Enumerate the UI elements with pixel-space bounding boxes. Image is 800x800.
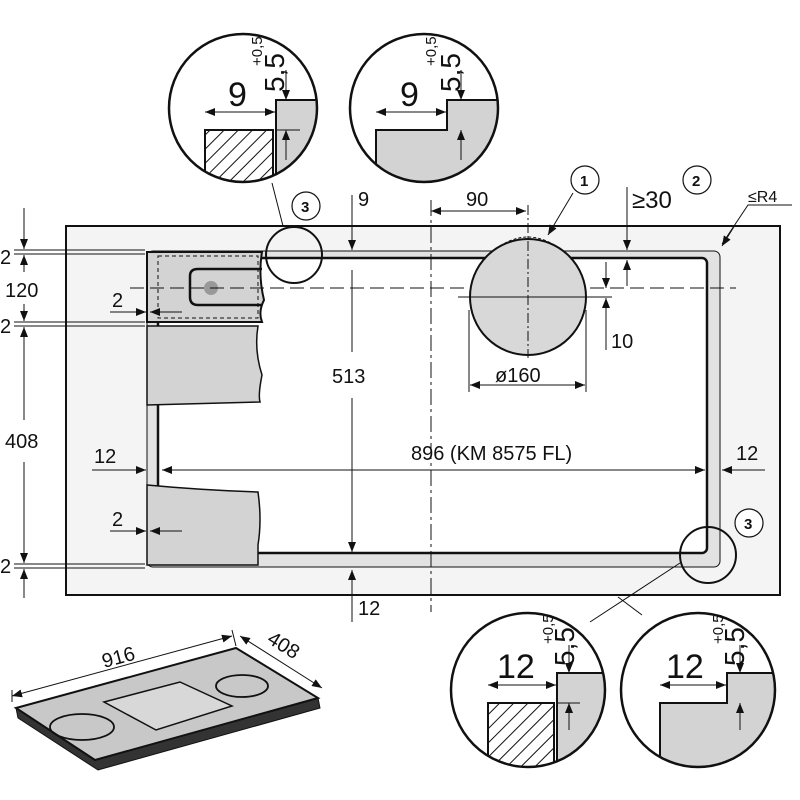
dim-side-margin-right: 12 <box>736 443 758 465</box>
svg-text:3: 3 <box>301 199 309 216</box>
dim-width: 896 (KM 8575 FL) <box>411 443 572 465</box>
dim-bottom-offset: 12 <box>358 598 380 620</box>
detail-bottom-right: 12 5,5 +0,5 <box>619 611 777 769</box>
svg-text:12: 12 <box>497 648 535 686</box>
dim-front-height: 408 <box>5 431 38 453</box>
callout-1: 1 <box>570 165 600 195</box>
detail-top-left: 9 5,5 +0,5 <box>167 32 319 184</box>
svg-text:3: 3 <box>744 516 752 533</box>
dim-depth: 513 <box>332 366 365 388</box>
dimension-lines <box>14 182 792 623</box>
dim-drawer-inset-top: 2 <box>112 290 123 312</box>
svg-text:12: 12 <box>666 648 704 686</box>
drawer-panels <box>146 251 266 566</box>
svg-text:5,5: 5,5 <box>435 53 466 92</box>
detail-bottom-left: 12 5,5 +0,5 <box>449 611 607 769</box>
dim-duct-offset: 90 <box>466 189 488 211</box>
dim-duct-offset-v: 10 <box>611 331 633 353</box>
dim-drawer-inset-bottom: 2 <box>112 509 123 531</box>
detail-top-right: 9 5,5 +0,5 <box>348 32 500 184</box>
dim-left-gap-top: 2 <box>0 247 11 269</box>
dim-left-gap-mid: 2 <box>0 316 11 338</box>
hob-width: 916 <box>100 643 138 673</box>
svg-text:5,5: 5,5 <box>549 627 580 666</box>
svg-text:2: 2 <box>692 173 700 190</box>
svg-text:+0,5: +0,5 <box>710 614 727 644</box>
dim-duct-diameter: ø160 <box>495 365 541 387</box>
dim-left-gap-bottom: 2 <box>0 556 11 578</box>
svg-text:9: 9 <box>400 76 419 114</box>
svg-text:9: 9 <box>228 76 247 114</box>
hob-perspective: 916 408 <box>11 628 323 771</box>
dim-side-margin-left: 12 <box>94 446 116 468</box>
hob-depth: 408 <box>263 628 303 664</box>
dim-min-clearance: ≥30 <box>632 187 672 214</box>
dim-drawer-height: 120 <box>5 280 38 302</box>
svg-text:5,5: 5,5 <box>719 627 750 666</box>
dim-radius: ≤R4 <box>748 189 777 206</box>
svg-text:5,5: 5,5 <box>259 53 290 92</box>
dim-top-offset: 9 <box>358 189 369 211</box>
callout-3-top: 3 <box>291 191 321 221</box>
svg-text:+0,5: +0,5 <box>540 614 557 644</box>
callout-2: 2 <box>682 165 712 195</box>
callout-3-bottom: 3 <box>734 508 764 538</box>
svg-text:+0,5: +0,5 <box>423 36 440 66</box>
svg-text:1: 1 <box>580 173 588 190</box>
svg-text:+0,5: +0,5 <box>249 36 266 66</box>
